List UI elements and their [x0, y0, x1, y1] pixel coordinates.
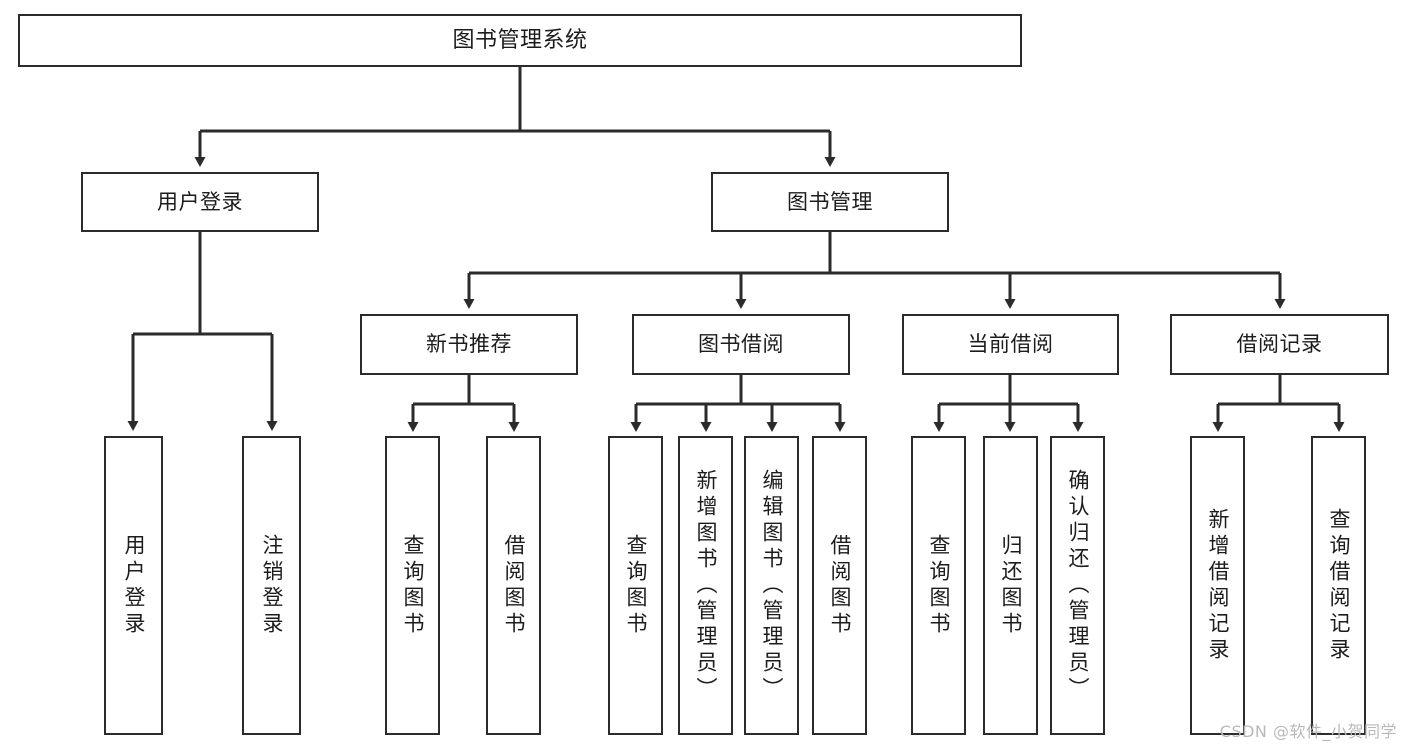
- node-leaf-rec-search[interactable]: 查询借阅记录: [1311, 436, 1366, 735]
- node-current-borrow[interactable]: 当前借阅: [902, 314, 1119, 375]
- node-user-login-label: 用户登录: [157, 189, 243, 214]
- node-leaf-borrow-edit-label: 编辑图书（管理员）: [760, 468, 784, 703]
- node-leaf-borrow-add[interactable]: 新增图书（管理员）: [678, 436, 733, 735]
- node-leaf-cur-confirm[interactable]: 确认归还（管理员）: [1050, 436, 1105, 735]
- node-leaf-borrow-lend[interactable]: 借阅图书: [812, 436, 867, 735]
- node-leaf-rec-add[interactable]: 新增借阅记录: [1190, 436, 1245, 735]
- node-leaf-user-logout[interactable]: 注销登录: [242, 436, 301, 735]
- node-leaf-borrow-query[interactable]: 查询图书: [608, 436, 663, 735]
- node-leaf-cur-query[interactable]: 查询图书: [911, 436, 966, 735]
- node-leaf-rec-query-label: 查询图书: [401, 533, 425, 638]
- node-book-manage-label: 图书管理: [787, 189, 873, 214]
- node-leaf-borrow-lend-label: 借阅图书: [828, 533, 852, 638]
- node-leaf-rec-borrow-label: 借阅图书: [502, 533, 526, 638]
- node-book-borrow[interactable]: 图书借阅: [632, 314, 850, 375]
- node-leaf-borrow-add-label: 新增图书（管理员）: [694, 468, 718, 703]
- node-leaf-borrow-edit[interactable]: 编辑图书（管理员）: [744, 436, 799, 735]
- node-new-book-rec[interactable]: 新书推荐: [360, 314, 578, 375]
- node-leaf-cur-query-label: 查询图书: [927, 533, 951, 638]
- node-root[interactable]: 图书管理系统: [18, 14, 1022, 67]
- node-leaf-rec-search-label: 查询借阅记录: [1327, 507, 1351, 664]
- node-new-book-rec-label: 新书推荐: [426, 332, 512, 356]
- node-leaf-cur-return[interactable]: 归还图书: [983, 436, 1038, 735]
- node-leaf-user-login[interactable]: 用户登录: [104, 436, 163, 735]
- node-leaf-rec-borrow[interactable]: 借阅图书: [486, 436, 541, 735]
- node-leaf-cur-return-label: 归还图书: [999, 533, 1023, 638]
- node-user-login[interactable]: 用户登录: [81, 172, 319, 232]
- node-book-manage[interactable]: 图书管理: [711, 172, 949, 232]
- node-root-label: 图书管理系统: [452, 27, 588, 53]
- node-current-borrow-label: 当前借阅: [967, 332, 1054, 356]
- node-leaf-rec-query[interactable]: 查询图书: [385, 436, 440, 735]
- node-leaf-borrow-query-label: 查询图书: [624, 533, 648, 638]
- node-leaf-user-logout-label: 注销登录: [260, 533, 284, 638]
- node-leaf-user-login-label: 用户登录: [122, 533, 146, 638]
- node-book-borrow-label: 图书借阅: [698, 332, 784, 356]
- node-borrow-record[interactable]: 借阅记录: [1170, 314, 1389, 375]
- node-leaf-rec-add-label: 新增借阅记录: [1206, 507, 1230, 664]
- node-leaf-cur-confirm-label: 确认归还（管理员）: [1066, 468, 1090, 703]
- node-borrow-record-label: 借阅记录: [1236, 332, 1323, 356]
